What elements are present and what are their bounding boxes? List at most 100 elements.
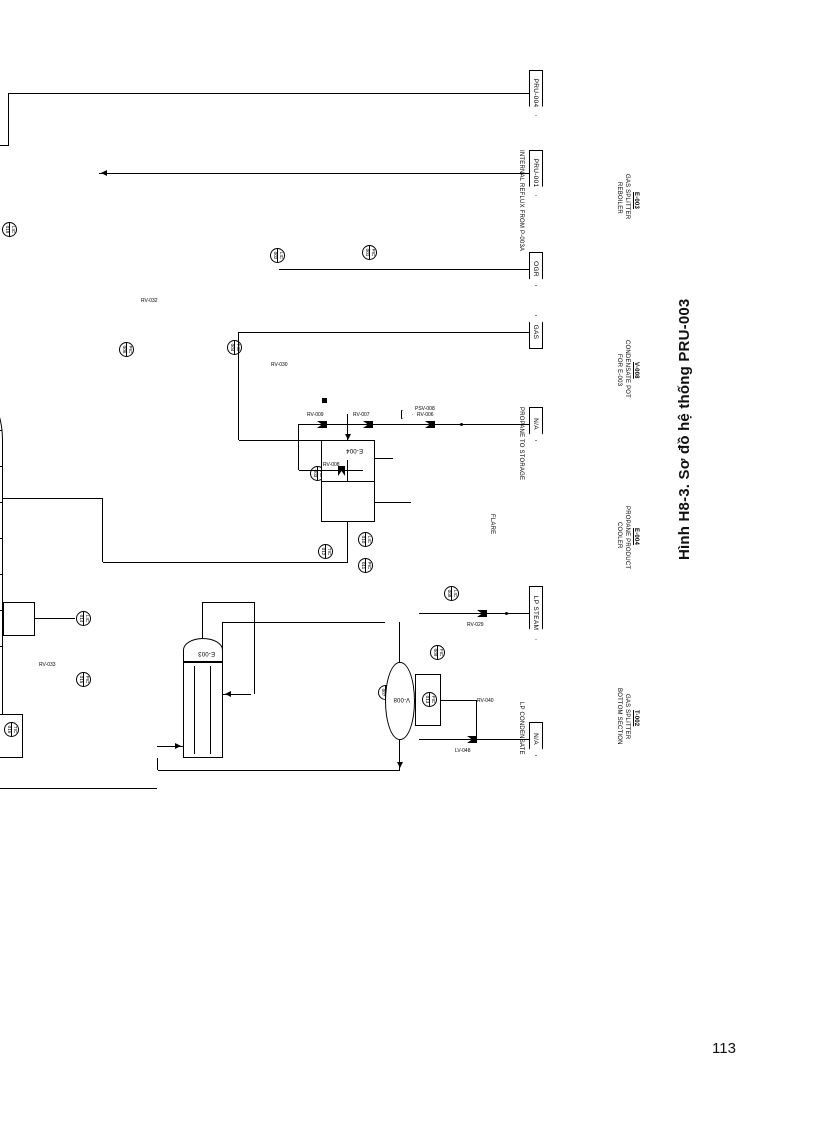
pipe-run — [299, 470, 363, 471]
tray-line — [0, 574, 2, 575]
pipe-run — [3, 498, 103, 499]
equipment-sub-E-004: COOLER — [616, 522, 622, 549]
connector-flag-label: PRU-001 — [532, 158, 540, 188]
pipe-run — [102, 498, 103, 562]
instrument-bottom: 018 — [4, 223, 10, 236]
valve-tag-rv006: RV-006 — [417, 412, 434, 418]
relief-valve-psv008[interactable] — [401, 410, 413, 419]
tray-line — [0, 502, 2, 503]
instrument-bottom: 003 — [312, 467, 318, 480]
instrument-bubble[interactable]: PIC 015 — [76, 672, 91, 687]
instrument-bubble[interactable]: LIC 002 — [270, 248, 285, 263]
equipment-sub-E-003: REBOILER — [616, 182, 622, 214]
equipment-tag-V-008: V-008 — [633, 362, 639, 379]
instrument-bubble[interactable]: LIC 010 — [358, 532, 373, 547]
exchanger-nozzle — [375, 502, 411, 503]
connector-desc-c5: PROPANE TO STORAGE — [518, 407, 524, 481]
instrument-bubble[interactable]: LIC 008 — [444, 586, 459, 601]
pipe-run — [298, 424, 299, 470]
instrument-top: LIC — [278, 251, 284, 260]
instrument-bottom: 008 — [446, 587, 452, 600]
flow-arrow — [397, 762, 403, 768]
instrument-bubble[interactable]: PIC 001 — [362, 245, 377, 260]
vessel-tag-V-008: V-008 — [393, 696, 410, 702]
instrument-bubble[interactable]: FIC 013 — [422, 692, 437, 707]
valve-tag-rv030: RV-030 — [271, 362, 288, 368]
instrument-bubble[interactable]: FIC 009 — [430, 645, 445, 660]
instrument-top: LIC — [366, 535, 372, 544]
flow-arrow — [225, 691, 231, 697]
instrument-top: PIC — [84, 675, 90, 684]
instrument-bottom: 015 — [78, 673, 84, 686]
pipe-run — [238, 332, 239, 440]
instrument-top: FIC — [430, 695, 436, 704]
valve-tag-rv008: RV-008 — [323, 462, 340, 468]
valve-tag-rv009: RV-009 — [307, 412, 324, 418]
connector-desc-c2: INTERNAL REFLUX FROM P-003A — [518, 150, 524, 252]
connector-flag-c6[interactable]: LP STEAM — [529, 586, 543, 640]
exchanger-divider — [321, 481, 375, 482]
column-top-line — [35, 618, 75, 619]
exchanger-tag: E-004 — [345, 447, 363, 453]
instrument-bubble[interactable]: PIC 006 — [119, 342, 134, 357]
flow-arrow — [175, 743, 181, 749]
connector-flag-label: PRU-004 — [532, 78, 540, 108]
pipe-run — [222, 622, 223, 662]
connector-flag-c2[interactable]: PRU-001 — [529, 150, 543, 196]
tray-line — [0, 538, 2, 539]
instrument-top: FIC — [438, 648, 444, 657]
equipment-tag-T-002: T-002 — [633, 710, 639, 727]
exchanger-out-line — [347, 522, 348, 562]
pipe-run — [158, 770, 400, 771]
reboiler-inlet — [202, 602, 203, 638]
pipe-run — [239, 440, 321, 441]
instrument-top: LIC — [84, 614, 90, 623]
instrument-bottom: 012 — [320, 545, 326, 558]
equipment-sub-T-002: BOTTOM SECTION — [616, 688, 622, 745]
page-number: 113 — [712, 1040, 736, 1057]
valve-tag-rv033: RV-033 — [39, 662, 56, 668]
pipe-run-c1-to-column — [8, 93, 9, 145]
reboiler-tube — [194, 666, 195, 754]
equipment-tag-E-004: E-004 — [633, 528, 639, 546]
instrument-bubble[interactable]: TIC 016 — [4, 722, 19, 737]
instrument-bottom: 010 — [360, 533, 366, 546]
tray-line — [0, 430, 2, 431]
instrument-top: PIC — [366, 561, 372, 570]
reboiler-tag: E-003 — [197, 650, 215, 656]
instrument-top: PIC — [127, 345, 133, 354]
connector-flag-c4[interactable]: GAS — [529, 315, 543, 349]
pipe-c2 — [99, 173, 529, 174]
v008-inlet — [399, 622, 400, 662]
instrument-bottom: 009 — [432, 646, 438, 659]
instrument-bottom: 002 — [272, 249, 278, 262]
flare-label: FLARE — [489, 514, 495, 535]
equipment-sub-V-008: FOR E-003 — [616, 354, 622, 387]
instrument-bottom: 006 — [121, 343, 127, 356]
instrument-bubble[interactable]: FIC 004 — [227, 340, 242, 355]
instrument-bubble[interactable]: LIC 018 — [2, 222, 17, 237]
tube-line — [347, 460, 348, 482]
equipment-name-E-004: PROPANE PRODUCT — [624, 506, 630, 570]
pfd-drawing-sheet: PRU-004 PRU-001 INTERNAL REFLUX FROM P-0… — [0, 62, 663, 1062]
instrument-bubble[interactable]: TIC 012 — [318, 544, 333, 559]
instrument-bubble[interactable]: PIC 011 — [358, 558, 373, 573]
flow-arrow — [345, 434, 351, 440]
reboiler-E-003[interactable] — [183, 662, 223, 758]
tray-line — [0, 646, 2, 647]
connector-flag-c1[interactable]: PRU-004 — [529, 70, 543, 116]
connector-flag-c3[interactable]: OGR — [529, 252, 543, 286]
connector-flag-c7[interactable]: N/A — [529, 722, 543, 756]
pipe-run — [0, 145, 9, 146]
connector-desc-c7: LP CONDENSATE — [518, 702, 524, 755]
equipment-tag-E-003: E-003 — [633, 192, 639, 210]
instrument-bubble[interactable]: LIC 014 — [76, 611, 91, 626]
column-nozzle-box — [3, 602, 35, 636]
pipe-run — [157, 758, 158, 770]
connector-flag-c5[interactable]: N/A — [529, 407, 543, 441]
instrument-top: LIC — [452, 589, 458, 598]
pipe-run — [103, 562, 348, 563]
connector-flag-label: GAS — [532, 324, 540, 340]
pipe-c6 — [419, 613, 529, 614]
